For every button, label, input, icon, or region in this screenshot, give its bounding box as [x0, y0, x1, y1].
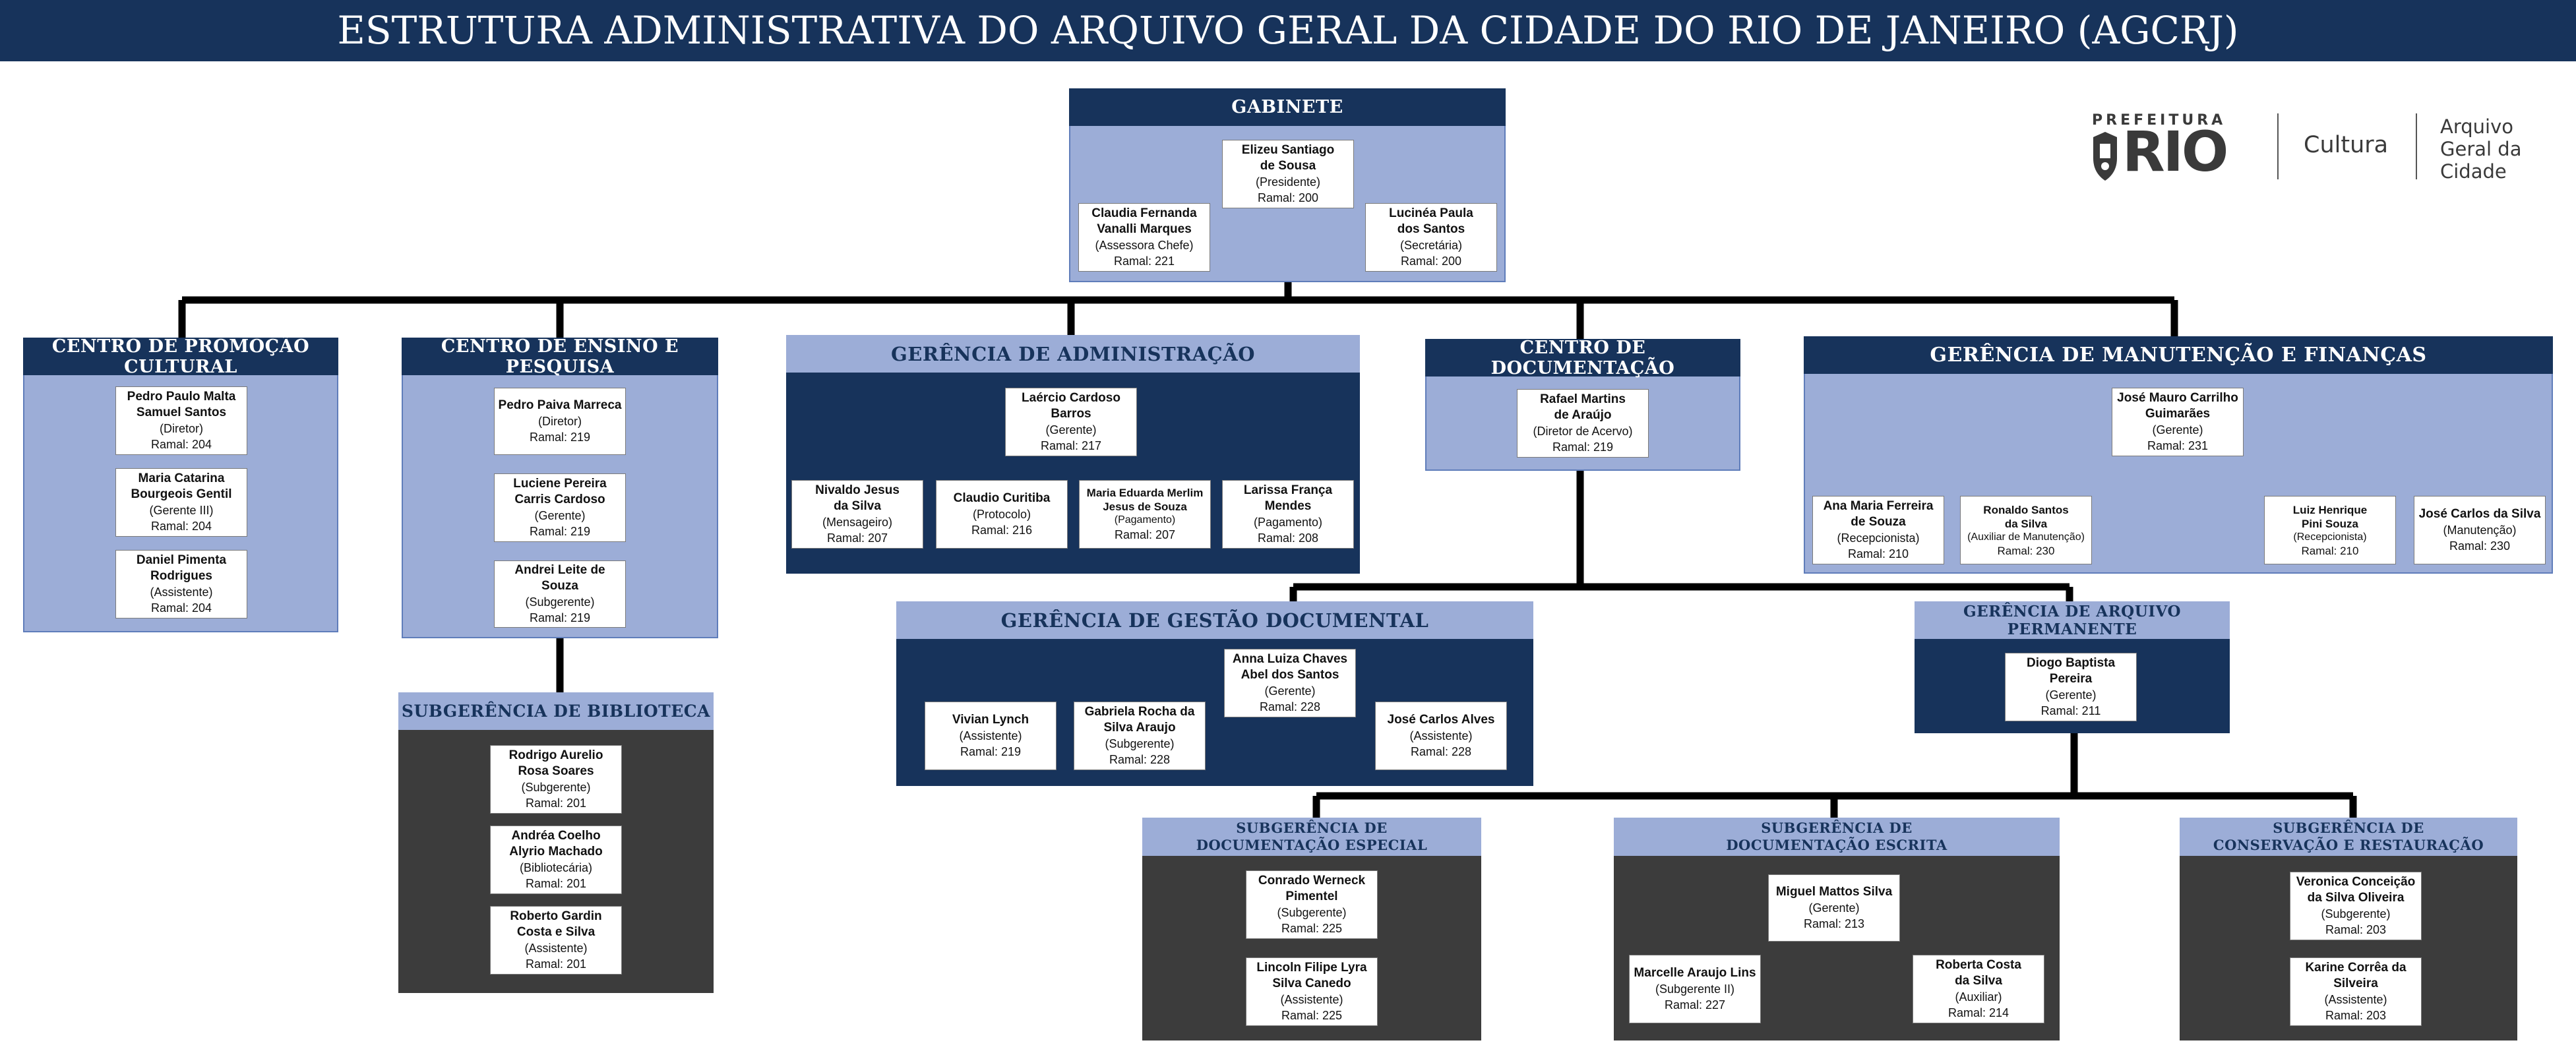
person-card: José Carlos Alves (Assistente) Ramal: 22… [1375, 702, 1507, 770]
unit-gerencia-gestao-documental: GERÊNCIA DE GESTÃO DOCUMENTAL [896, 601, 1533, 786]
person-card: Lincoln Filipe Lyra Silva Canedo (Assist… [1246, 957, 1378, 1026]
person-card: Claudio Curitiba (Protocolo) Ramal: 216 [936, 480, 1068, 549]
unit-header: GABINETE [1069, 88, 1506, 126]
person-card: José Carlos da Silva (Manutenção) Ramal:… [2414, 496, 2546, 564]
unit-header: CENTRO DE PROMOÇÃO CULTURAL [23, 336, 338, 377]
unit-header: GERÊNCIA DE MANUTENÇÃO E FINANÇAS [1804, 336, 2553, 374]
person-card: Nivaldo Jesus da Silva (Mensageiro) Rama… [791, 480, 923, 549]
logo-prefeitura-text: PREFEITURA [2092, 112, 2226, 129]
unit-header: CENTRO DE ENSINO E PESQUISA [402, 336, 718, 377]
person-card: Maria Catarina Bourgeois Gentil (Gerente… [115, 468, 247, 537]
unit-header: SUBGERÊNCIA DE DOCUMENTAÇÃO ESCRITA [1614, 818, 2060, 856]
person-card: Maria Eduarda Merlim Jesus de Souza (Pag… [1079, 480, 1211, 549]
person-card: Anna Luiza Chaves Abel dos Santos (Geren… [1224, 649, 1356, 717]
person-card: Ana Maria Ferreira de Souza (Recepcionis… [1812, 496, 1944, 564]
unit-header: GERÊNCIA DE ADMINISTRAÇÃO [786, 335, 1360, 373]
person-card: Roberta Costa da Silva (Auxiliar) Ramal:… [1913, 955, 2044, 1023]
city-coat-of-arms-icon [2093, 132, 2117, 181]
person-card: Rafael Martins de Araújo (Diretor de Ace… [1517, 389, 1649, 458]
unit-header: GERÊNCIA DE GESTÃO DOCUMENTAL [896, 601, 1533, 639]
page-title: ESTRUTURA ADMINISTRATIVA DO ARQUIVO GERA… [0, 0, 2576, 61]
person-card: Pedro Paiva Marreca (Diretor) Ramal: 219 [494, 388, 626, 455]
person-card: Veronica Conceição da Silva Oliveira (Su… [2290, 872, 2422, 940]
person-card: Ronaldo Santos da Silva (Auxiliar de Man… [1960, 496, 2092, 564]
person-card: Larissa França Mendes (Pagamento) Ramal:… [1222, 480, 1354, 549]
unit-header: SUBGERÊNCIA DE BIBLIOTECA [398, 692, 714, 730]
person-card: Elizeu Santiago de Sousa (Presidente) Ra… [1222, 140, 1354, 208]
person-card: Roberto Gardin Costa e Silva (Assistente… [490, 906, 622, 975]
person-card: Miguel Mattos Silva (Gerente) Ramal: 213 [1768, 874, 1900, 942]
person-card: Vivian Lynch (Assistente) Ramal: 219 [925, 702, 1057, 770]
person-card: José Mauro Carrilho Guimarães (Gerente) … [2112, 388, 2244, 456]
person-card: Marcelle Araujo Lins (Subgerente II) Ram… [1629, 955, 1761, 1023]
unit-header: GERÊNCIA DE ARQUIVO PERMANENTE [1915, 601, 2230, 639]
person-card: Laércio Cardoso Barros (Gerente) Ramal: … [1005, 388, 1137, 456]
logo-separator [2277, 113, 2279, 179]
logo-cultura-text: Cultura [2304, 132, 2389, 158]
person-card: Pedro Paulo Malta Samuel Santos (Diretor… [115, 386, 247, 455]
person-card: Andrei Leite de Souza (Subgerente) Ramal… [494, 560, 626, 628]
unit-header: SUBGERÊNCIA DE CONSERVAÇÃO E RESTAURAÇÃO [2180, 818, 2517, 856]
person-card: Luiz Henrique Pini Souza (Recepcionista)… [2264, 496, 2396, 564]
person-card: Luciene Pereira Carris Cardoso (Gerente)… [494, 473, 626, 542]
person-card: Rodrigo Aurelio Rosa Soares (Subgerente)… [490, 745, 622, 814]
person-card: Conrado Werneck Pimentel (Subgerente) Ra… [1246, 870, 1378, 939]
logo-rio-text: RIO [2122, 119, 2228, 184]
person-card: Gabriela Rocha da Silva Araujo (Subgeren… [1074, 702, 1206, 770]
person-card: Diogo Baptista Pereira (Gerente) Ramal: … [2005, 653, 2137, 721]
person-card: Lucinéa Paula dos Santos (Secretária) Ra… [1365, 203, 1497, 272]
person-card: Karine Corrêa da Silveira (Assistente) R… [2290, 957, 2422, 1026]
person-card: Claudia Fernanda Vanalli Marques (Assess… [1078, 203, 1210, 272]
logo-agc-text: Arquivo Geral da Cidade [2440, 115, 2522, 183]
unit-header: SUBGERÊNCIA DE DOCUMENTAÇÃO ESPECIAL [1142, 818, 1481, 856]
person-card: Andréa Coelho Alyrio Machado (Bibliotecá… [490, 826, 622, 894]
person-card: Daniel Pimenta Rodrigues (Assistente) Ra… [115, 550, 247, 618]
logo-separator [2416, 113, 2417, 179]
unit-header: CENTRO DE DOCUMENTAÇÃO [1425, 338, 1740, 378]
